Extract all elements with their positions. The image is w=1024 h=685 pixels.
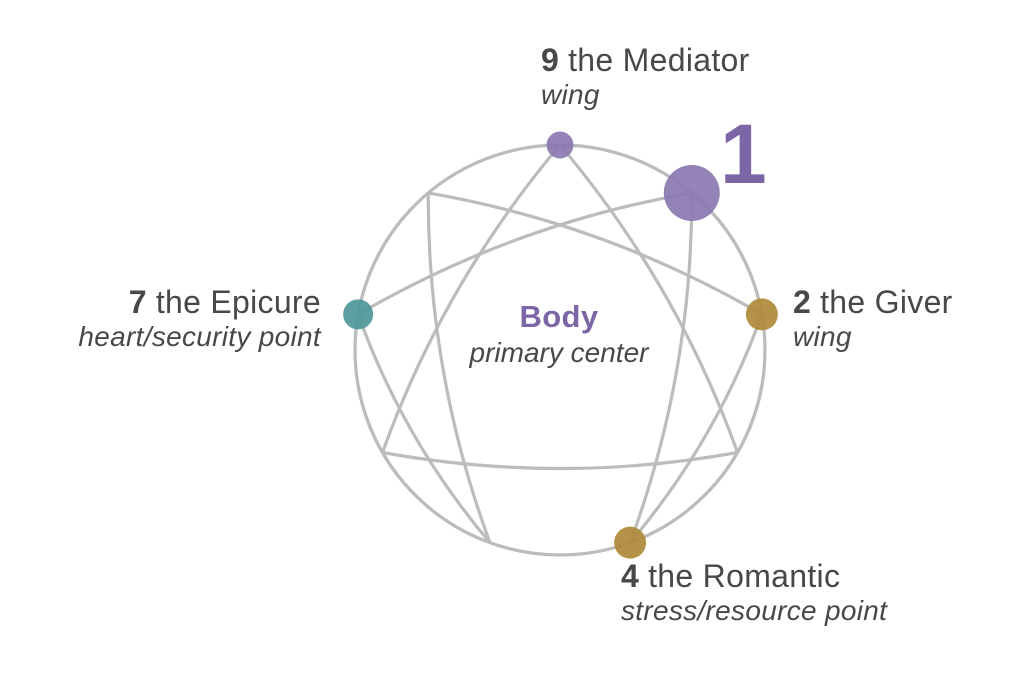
center-subtitle: primary center [469, 337, 649, 368]
enneagram-line-8-5 [426, 192, 492, 544]
dot-point-1 [663, 164, 720, 221]
enneagram-line-4-2 [628, 313, 764, 544]
point-4-role: stress/resource point [621, 595, 888, 626]
point-7-role: heart/security point [78, 321, 321, 352]
dot-point-2 [745, 298, 778, 331]
point-7-number: 7 [128, 284, 147, 320]
point-2-number: 2 [793, 284, 812, 320]
enneagram-line-2-8 [427, 191, 763, 316]
enneagram-line-6-9 [380, 143, 562, 454]
enneagram-line-7-1 [357, 191, 693, 316]
dot-point-7 [343, 299, 374, 330]
enneagram-line-3-6 [382, 450, 738, 471]
point-9-number: 9 [541, 42, 560, 78]
center-title: Body [519, 299, 599, 334]
point-7-name: the Epicure [155, 284, 321, 320]
point-9-role: wing [541, 79, 600, 110]
point-2-name: the Giver [820, 284, 953, 320]
center-label: Body primary center [469, 299, 649, 369]
dot-point-4 [614, 526, 647, 559]
point-9-name: the Mediator [568, 42, 750, 78]
point-4-number: 4 [621, 558, 640, 594]
dot-point-9 [546, 131, 574, 159]
point-2-role: wing [793, 321, 852, 352]
enneagram-line-9-3 [558, 143, 740, 454]
enneagram-line-5-7 [356, 313, 492, 544]
enneagram-line-1-4 [628, 192, 694, 544]
point-4-name: the Romantic [648, 558, 841, 594]
type-number: 1 [720, 107, 767, 201]
